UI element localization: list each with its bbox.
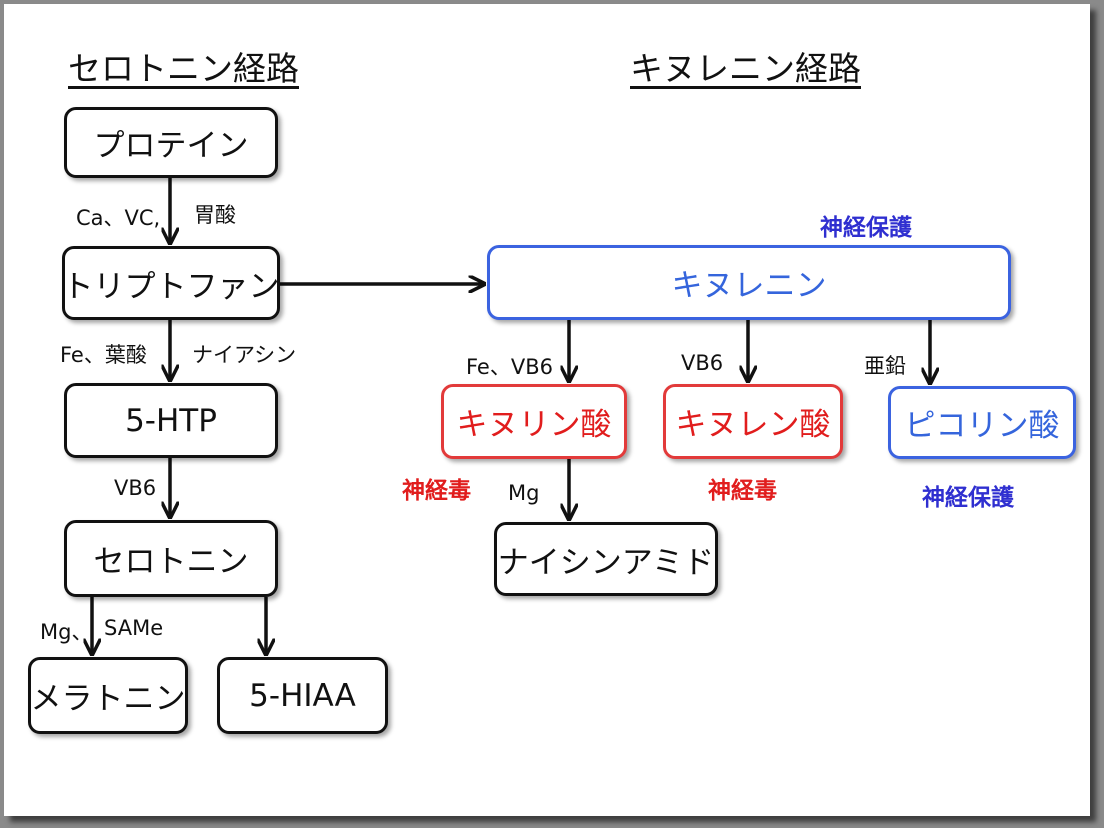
node-5-htp: 5-HTP xyxy=(64,383,278,458)
node-serotonin: セロトニン xyxy=(64,520,278,597)
node-nicotinamide: ナイシンアミド xyxy=(494,522,718,596)
note-kynurenine-acid-neurotoxic: 神経毒 xyxy=(708,478,777,504)
note-kynurenine-neuroprotective: 神経保護 xyxy=(820,215,912,241)
cofactor-stomach-acid: 胃酸 xyxy=(194,203,236,227)
cofactor-zinc: 亜鉛 xyxy=(864,354,906,378)
node-tryptophan: トリプトファン xyxy=(62,246,280,320)
cofactor-fe-vb6: Fe、VB6 xyxy=(466,355,553,379)
node-5-hiaa: 5-HIAA xyxy=(217,657,388,734)
title-kynurenine-pathway: キヌレニン経路 xyxy=(630,49,861,88)
cofactor-vb6-htp: VB6 xyxy=(114,476,157,500)
node-kynurenic-acid: キヌリン酸 xyxy=(441,384,627,459)
node-kynurenine: キヌレニン xyxy=(487,245,1011,320)
node-kynurenine-acid: キヌレン酸 xyxy=(663,384,843,459)
node-picolinic-acid: ピコリン酸 xyxy=(888,386,1076,459)
cofactor-ca-vc: Ca、VC, xyxy=(76,206,161,230)
cofactor-mg-nicotinamide: Mg xyxy=(508,481,540,505)
cofactor-mg: Mg、 xyxy=(40,620,93,644)
note-kynurenic-neurotoxic: 神経毒 xyxy=(402,478,471,504)
note-picolinic-neuroprotective: 神経保護 xyxy=(922,485,1014,511)
cofactor-same: SAMe xyxy=(104,616,164,640)
node-protein: プロテイン xyxy=(64,107,278,178)
node-melatonin: メラトニン xyxy=(28,657,188,734)
title-serotonin-pathway: セロトニン経路 xyxy=(68,49,299,88)
cofactor-vb6-kyn: VB6 xyxy=(681,351,724,375)
cofactor-niacin: ナイアシン xyxy=(192,343,297,367)
cofactor-fe-folate: Fe、葉酸 xyxy=(60,343,147,367)
